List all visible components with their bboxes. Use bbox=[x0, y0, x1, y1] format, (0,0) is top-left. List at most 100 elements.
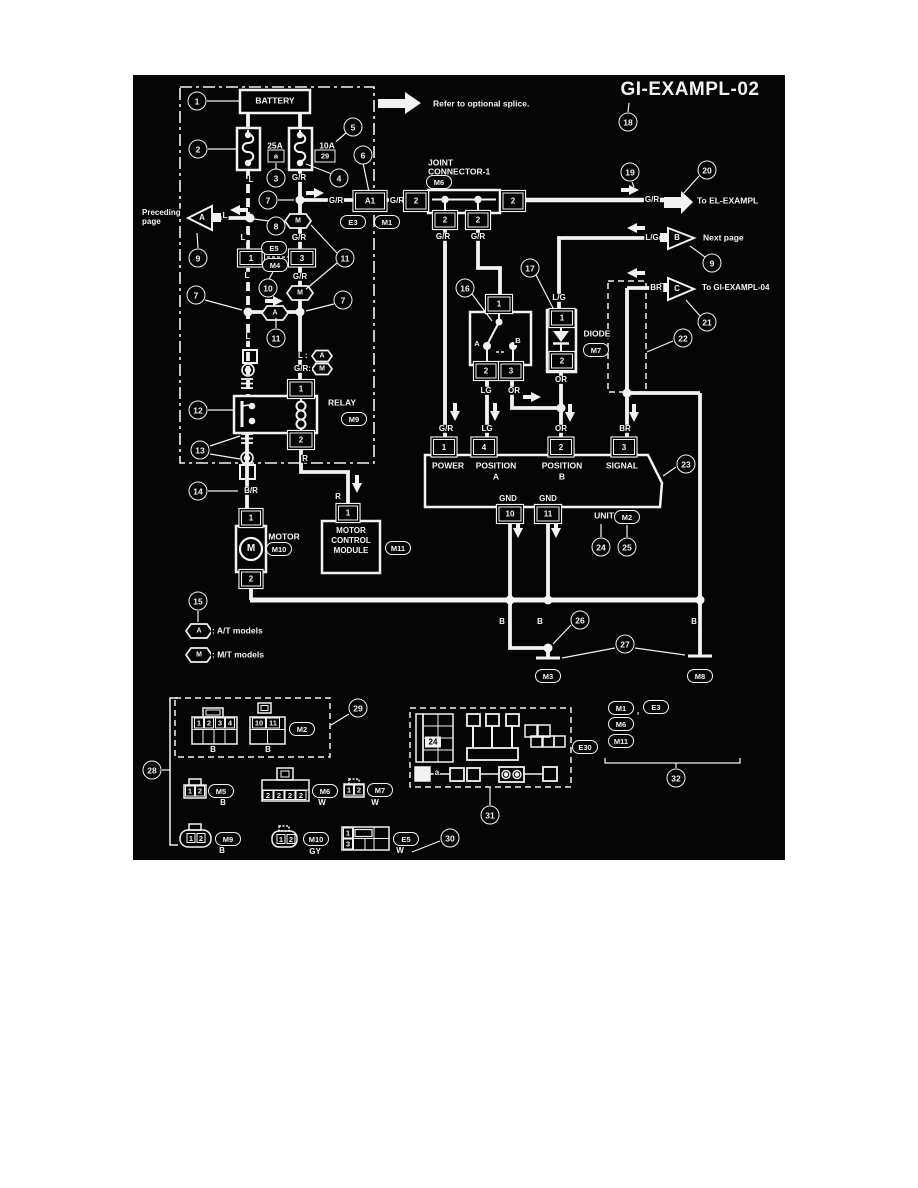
legend-at-models: : A/T models bbox=[211, 625, 264, 636]
oval-m6: M6 bbox=[426, 175, 452, 189]
lbl-l: L bbox=[244, 331, 252, 342]
triangle-c-letter: C bbox=[673, 283, 681, 294]
note-next-page: Next page bbox=[702, 232, 745, 243]
relay-internals bbox=[240, 397, 307, 433]
pin-1: 1 bbox=[487, 296, 511, 312]
pin-2: 2 bbox=[195, 785, 205, 797]
pin-2: 2 bbox=[502, 192, 524, 210]
ref-to-el-exampl: To EL-EXAMPL bbox=[696, 195, 760, 206]
callout-2: 2 bbox=[188, 139, 208, 159]
lbl-l: L bbox=[247, 174, 255, 185]
pin-2: 2 bbox=[273, 790, 285, 800]
splice-arrow-icon bbox=[378, 92, 421, 114]
page-reference-triangles bbox=[185, 92, 697, 302]
callout-4: 4 bbox=[329, 168, 349, 188]
mcm-label-3: MODULE bbox=[332, 545, 370, 556]
mcm-label-1: MOTOR bbox=[335, 525, 367, 536]
pin-3: 3 bbox=[500, 363, 522, 379]
switch-internals bbox=[483, 312, 517, 364]
pin-1: 1 bbox=[185, 785, 195, 797]
lbl-m: M bbox=[318, 365, 326, 373]
lbl-or: OR bbox=[554, 423, 568, 434]
pin-3: 3 bbox=[613, 439, 635, 455]
oval-e3: E3 bbox=[340, 215, 366, 229]
callout-6: 6 bbox=[353, 145, 373, 165]
inline-connector-icons bbox=[239, 349, 258, 480]
callout-21: 21 bbox=[697, 312, 717, 332]
oval-m7: M7 bbox=[583, 343, 609, 357]
lbl-g-r: G/R bbox=[643, 194, 661, 205]
unit-connector-group-border bbox=[174, 697, 331, 758]
pin-2: 2 bbox=[204, 717, 214, 729]
oval-m9: M9 bbox=[341, 412, 367, 426]
callout-28: 28 bbox=[142, 760, 162, 780]
pin-2: 2 bbox=[551, 353, 573, 369]
pin-11: 11 bbox=[536, 506, 560, 522]
oval-m6: M6 bbox=[608, 717, 634, 731]
unit-signal: SIGNAL bbox=[604, 460, 640, 471]
lbl-g-r: G/R bbox=[437, 423, 455, 434]
lbl-m: M bbox=[195, 651, 203, 659]
fuse-rating-10a: 10A bbox=[318, 140, 336, 151]
oval-m8: M8 bbox=[687, 669, 713, 683]
lbl-a: A bbox=[195, 627, 203, 635]
pin-2: 2 bbox=[475, 363, 497, 379]
fuse-block-drawing bbox=[414, 713, 566, 783]
lbl-br: BR bbox=[649, 282, 663, 293]
note-optional-splice: Refer to optional splice. bbox=[432, 98, 531, 109]
lbl-g-r: G/R bbox=[434, 231, 452, 242]
lbl-m: M bbox=[294, 217, 302, 225]
fuse-icons bbox=[241, 130, 307, 167]
callout-27: 27 bbox=[615, 634, 635, 654]
lbl-b: B bbox=[536, 616, 544, 627]
connector-legend-bodies bbox=[179, 702, 390, 851]
oval-m2: M2 bbox=[289, 722, 315, 736]
oval-m9: M9 bbox=[215, 832, 241, 846]
unit-position-b-2: B bbox=[557, 471, 567, 482]
pin-2: 2 bbox=[286, 834, 296, 844]
lbl-g-r: G/R bbox=[327, 195, 345, 206]
oval-m4: M4 bbox=[262, 258, 288, 272]
diode-icon bbox=[553, 326, 569, 354]
pin-1: 1 bbox=[344, 784, 354, 796]
ground-icons bbox=[536, 654, 712, 660]
triangle-c-icon bbox=[667, 276, 697, 302]
oval-m11: M11 bbox=[385, 541, 411, 555]
legend-mt-models: : M/T models bbox=[211, 649, 265, 660]
oval-m7: M7 bbox=[367, 783, 393, 797]
callout-18: 18 bbox=[618, 112, 638, 132]
lbl-b-r: B/R bbox=[243, 485, 259, 496]
callout-8: 8 bbox=[266, 216, 286, 236]
pin-10: 10 bbox=[498, 506, 522, 522]
pin-1: 1 bbox=[433, 439, 455, 455]
lbl-r: R bbox=[301, 453, 309, 464]
lbl-g-r: G/R bbox=[291, 271, 309, 282]
lbl-l-g: L/G bbox=[644, 232, 660, 243]
oval-m3: M3 bbox=[535, 669, 561, 683]
pin-2: 2 bbox=[262, 790, 274, 800]
oval-m1: M1 bbox=[374, 215, 400, 229]
pin-4: 4 bbox=[473, 439, 495, 455]
pin-4: 4 bbox=[225, 717, 235, 729]
oval-m1: M1 bbox=[608, 701, 634, 715]
unit-label: UNIT bbox=[593, 510, 615, 521]
callout-24: 24 bbox=[591, 537, 611, 557]
lbl-b: B bbox=[690, 616, 698, 627]
lbl-w: W bbox=[395, 845, 405, 856]
triangle-b-letter: B bbox=[673, 232, 681, 243]
pin-11: 11 bbox=[266, 717, 280, 729]
oval-m6: M6 bbox=[312, 784, 338, 798]
pin-3: 3 bbox=[343, 838, 353, 850]
pin-1: 1 bbox=[241, 510, 261, 526]
unit-power: POWER bbox=[430, 460, 466, 471]
unit-position-b-1: POSITION bbox=[540, 460, 584, 471]
lbl-a: A bbox=[318, 352, 326, 360]
pin-a: a bbox=[267, 149, 285, 163]
lbl-g-r: G/R bbox=[388, 195, 406, 206]
lbl-br: BR bbox=[618, 423, 632, 434]
oval-m10: M10 bbox=[303, 832, 329, 846]
callout-32: 32 bbox=[666, 768, 686, 788]
callout-7: 7 bbox=[186, 285, 206, 305]
callout-31: 31 bbox=[480, 805, 500, 825]
